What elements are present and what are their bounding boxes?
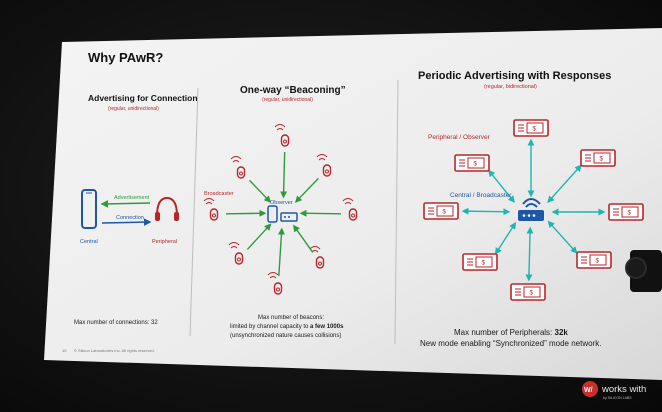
- max-peripherals-line1: Max number of Peripherals: 32k: [454, 328, 568, 337]
- advertisement-label: Advertisement: [114, 195, 150, 201]
- logo-mark: W/: [584, 387, 593, 394]
- central-router-icon: [518, 198, 544, 221]
- connection-label: Connection: [116, 215, 144, 221]
- broadcaster-label: Broadcaster: [204, 191, 234, 197]
- camera-silhouette: [625, 250, 662, 292]
- works-with-logo: W/ works with by SILICON LABS: [582, 381, 646, 400]
- shelf-tag-icon: $: [576, 251, 612, 269]
- beacon-arrow: [299, 209, 342, 217]
- tag-price-symbol: $: [474, 162, 478, 168]
- max-beacons-line2: limited by channel capacity to a few 100…: [230, 324, 344, 330]
- advertisement-arrow: [100, 200, 151, 208]
- beacon-arrow: [293, 224, 314, 253]
- beacon-arrow: [225, 209, 267, 217]
- shelf-tag-icon: $: [580, 149, 616, 167]
- middle-heading: One-way “Beaconing”: [240, 85, 346, 96]
- shelf-tag-icon: $: [513, 119, 549, 137]
- max-peripherals-line2: New mode enabling “Synchronized” mode ne…: [420, 339, 601, 348]
- shelf-tag-icon: $: [510, 283, 546, 301]
- pawr-arrow: [547, 220, 578, 254]
- max-beacons-line1: Max number of beacons:: [258, 315, 324, 321]
- observer-router-icon: [280, 212, 298, 222]
- shelf-tag-icon: $: [462, 253, 498, 271]
- right-subheading: (regular, bidirectional): [484, 84, 537, 90]
- max-beacons-line3: (unsynchronized nature causes collisions…: [230, 333, 341, 339]
- beacon-arrow: [249, 179, 272, 203]
- max-beacons-line2-a: limited by channel capacity to: [230, 324, 310, 330]
- right-heading: Periodic Advertising with Responses: [418, 70, 611, 82]
- beacon-tag-icon: [342, 198, 358, 221]
- beacon-arrow: [280, 151, 288, 199]
- tag-price-symbol: $: [628, 211, 632, 217]
- shelf-tag-icon: $: [423, 202, 459, 220]
- beacon-tag-icon: [203, 198, 219, 221]
- divider-left: [189, 87, 199, 337]
- max-connections-text: Max number of connections: 32: [74, 320, 158, 326]
- max-peripherals-line1-a: Max number of Peripherals:: [454, 328, 555, 337]
- shelf-tag-icon: $: [454, 154, 490, 172]
- beacon-tag-icon: [230, 156, 246, 179]
- pawr-arrow: [525, 226, 534, 282]
- observer-label: Observer: [270, 200, 293, 206]
- beacon-arrow: [246, 223, 272, 250]
- tag-price-symbol: $: [530, 291, 534, 297]
- observer-phone-icon: [267, 205, 278, 223]
- shelf-tag-icon: $: [608, 203, 644, 221]
- tag-price-symbol: $: [443, 210, 447, 216]
- pawr-arrow: [461, 207, 511, 216]
- tag-price-symbol: $: [533, 127, 537, 133]
- max-peripherals-line1-b: 32k: [555, 328, 569, 337]
- left-heading: Advertising for Connection: [88, 93, 198, 103]
- beacon-arrow: [294, 177, 319, 203]
- central-label: Central: [80, 239, 98, 245]
- connection-arrow: [101, 218, 152, 226]
- pawr-arrow: [494, 222, 517, 255]
- phone-icon: [81, 189, 97, 229]
- beacon-arrow: [277, 227, 285, 277]
- pawr-arrow: [547, 164, 582, 204]
- pawr-arrow: [488, 169, 515, 203]
- slide-surface: [44, 28, 662, 380]
- beacon-tag-icon: [228, 242, 244, 265]
- divider-right: [394, 79, 399, 345]
- beacon-tag-icon: [316, 154, 332, 177]
- beacon-tag-icon: [267, 272, 283, 295]
- middle-subheading: (regular, unidirectional): [262, 97, 313, 103]
- headphones-icon: [155, 196, 179, 221]
- left-subheading: (regular, unidirectional): [108, 106, 159, 112]
- slide-title: Why PAwR?: [88, 50, 163, 65]
- copyright: © Silicon Laboratories Inc. All rights r…: [74, 348, 155, 353]
- logo-text: works with: [601, 384, 646, 395]
- peripheral-observer-label: Peripheral / Observer: [428, 134, 491, 141]
- beacon-tag-icon: [274, 124, 290, 147]
- peripheral-label: Peripheral: [152, 239, 177, 245]
- page-number: 10: [62, 348, 67, 353]
- max-beacons-line2-b: a few 1000s: [310, 324, 344, 330]
- tag-price-symbol: $: [596, 259, 600, 265]
- central-broadcaster-label: Central / Broadcaster: [450, 192, 512, 199]
- logo-subtext: by SILICON LABS: [603, 396, 632, 400]
- tag-price-symbol: $: [600, 157, 604, 163]
- tag-price-symbol: $: [482, 261, 486, 267]
